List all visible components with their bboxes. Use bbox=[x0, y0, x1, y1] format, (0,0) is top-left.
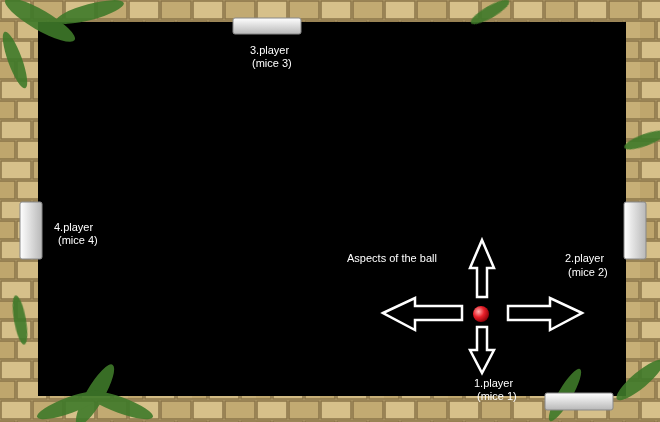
player-label: 4.player bbox=[54, 221, 93, 234]
player-label: 3.player bbox=[250, 44, 289, 57]
player-label: 2.player bbox=[565, 252, 604, 265]
player-label: (mice 1) bbox=[477, 390, 517, 403]
player-label: (mice 4) bbox=[58, 234, 98, 247]
player-label: (mice 3) bbox=[252, 57, 292, 70]
player-label: 1.player bbox=[474, 377, 513, 390]
player-label: Aspects of the ball bbox=[347, 252, 437, 265]
player-label: (mice 2) bbox=[568, 266, 608, 279]
